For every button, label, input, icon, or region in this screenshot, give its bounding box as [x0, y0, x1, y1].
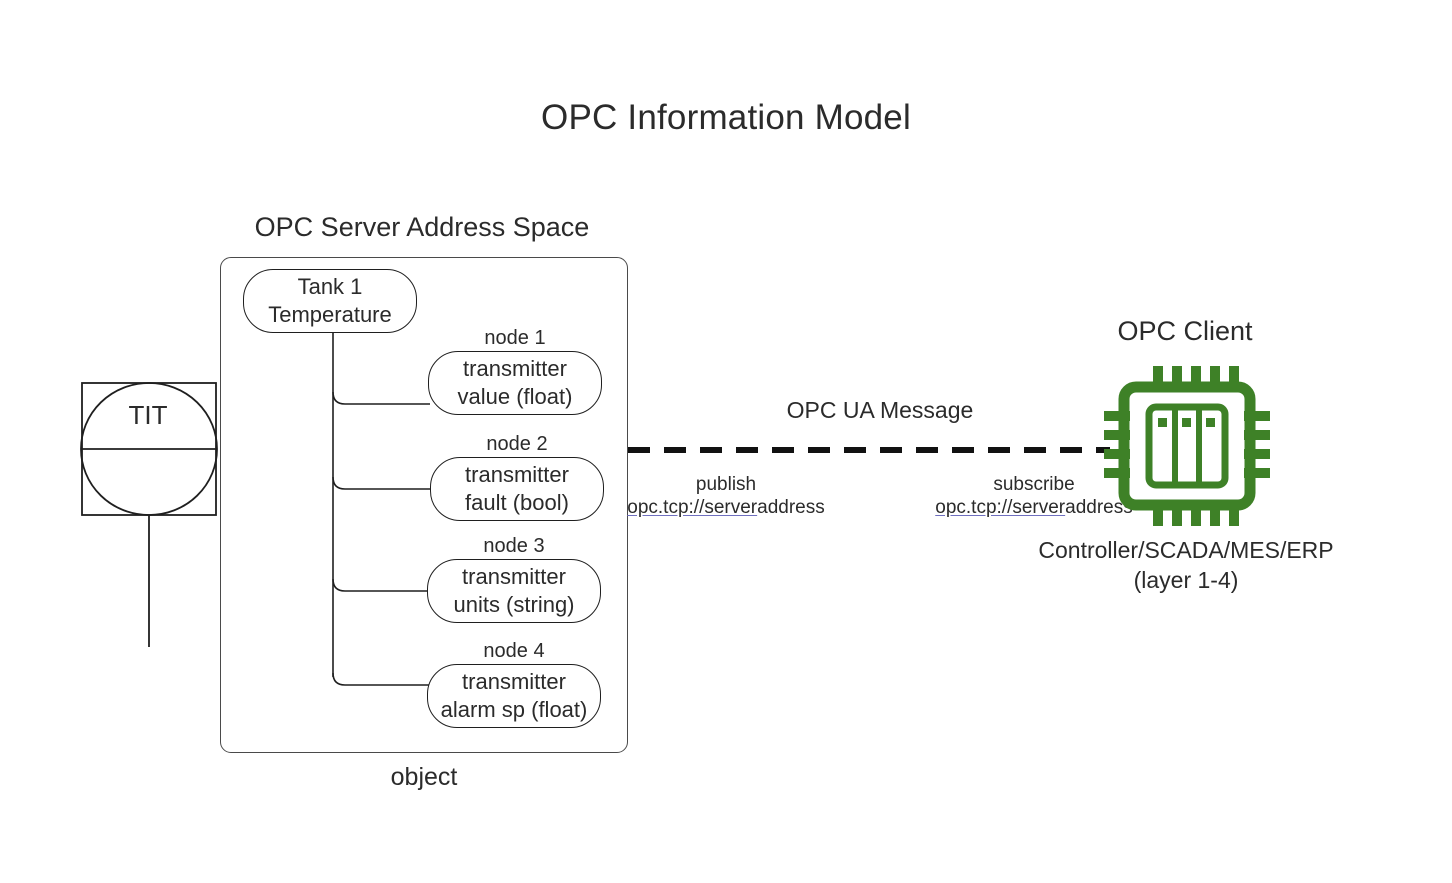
publish-endpoint: publish opc.tcp://serveraddress — [615, 473, 837, 519]
node-4-line2: alarm sp (float) — [440, 697, 588, 722]
node-transmitter-alarm-sp[interactable]: transmitter alarm sp (float) — [427, 664, 601, 728]
root-node-line2: Temperature — [268, 302, 392, 327]
node-1-line2: value (float) — [457, 384, 573, 409]
cpu-chip-icon — [1104, 366, 1270, 526]
node-3-line1: transmitter — [462, 564, 566, 589]
publish-scheme: opc.tcp://server — [627, 497, 758, 518]
node-2-line1: transmitter — [465, 462, 569, 487]
opc-client-sublabel: Controller/SCADA/MES/ERP (layer 1-4) — [1000, 535, 1372, 595]
subscribe-role-label: subscribe — [993, 474, 1075, 495]
publish-role-label: publish — [695, 474, 757, 495]
subscribe-address[interactable]: opc.tcp://serveraddress — [923, 496, 1145, 519]
node-3-line2: units (string) — [453, 592, 575, 617]
node-transmitter-units[interactable]: transmitter units (string) — [427, 559, 601, 623]
object-caption: object — [390, 763, 458, 791]
node-2-caption: node 2 — [486, 433, 548, 455]
node-transmitter-fault[interactable]: transmitter fault (bool) — [430, 457, 604, 521]
node-3-caption: node 3 — [483, 535, 545, 557]
opc-ua-message-label: OPC UA Message — [786, 397, 974, 423]
opc-client-caption: OPC Client — [1117, 316, 1253, 346]
node-4-caption: node 4 — [483, 640, 545, 662]
publish-address[interactable]: opc.tcp://serveraddress — [615, 496, 837, 519]
node-2-line2: fault (bool) — [465, 490, 569, 515]
tit-instrument-symbol — [80, 382, 218, 647]
node-1-line1: transmitter — [463, 356, 567, 381]
node-4-line1: transmitter — [462, 669, 566, 694]
root-node-line1: Tank 1 — [297, 274, 363, 299]
client-sub-line1: Controller/SCADA/MES/ERP — [1038, 537, 1334, 563]
subscribe-scheme: opc.tcp://server — [935, 497, 1066, 518]
publish-host: address — [757, 497, 825, 518]
subscribe-endpoint: subscribe opc.tcp://serveraddress — [923, 473, 1145, 519]
tit-tag-label: TIT — [128, 400, 168, 430]
address-space-caption: OPC Server Address Space — [254, 212, 590, 242]
node-transmitter-value[interactable]: transmitter value (float) — [428, 351, 602, 415]
client-sub-line2: (layer 1-4) — [1133, 567, 1239, 593]
node-1-caption: node 1 — [484, 327, 546, 349]
page-title: OPC Information Model — [541, 98, 911, 137]
node-tank-1-temperature[interactable]: Tank 1 Temperature — [243, 269, 417, 333]
subscribe-host: address — [1065, 497, 1133, 518]
